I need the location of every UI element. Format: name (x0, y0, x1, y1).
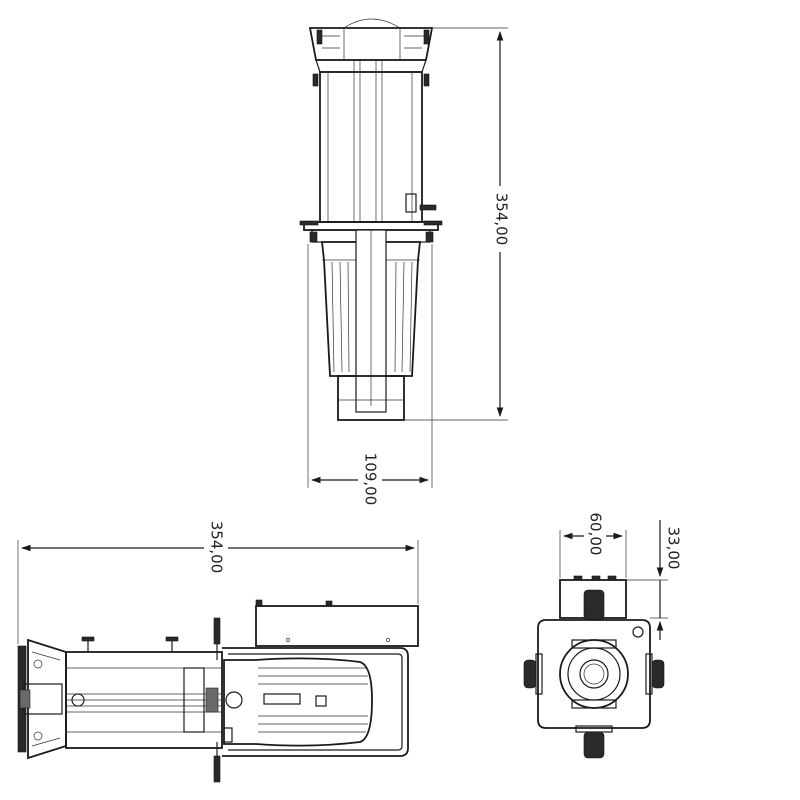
dim-front-width-label: 109,00 (362, 453, 380, 506)
end-view (523, 575, 665, 759)
dim-end-offset-label: 33,00 (665, 527, 683, 570)
dim-end-offset: 33,00 (626, 520, 683, 640)
dim-side-length-label: 354,00 (208, 521, 226, 574)
front-view (299, 18, 443, 421)
dim-side-length: 354,00 (17, 516, 419, 644)
dim-front-width: 109,00 (307, 244, 433, 508)
dim-end-top-width: 60,00 (559, 508, 627, 578)
dim-front-height-label: 354,00 (493, 193, 511, 246)
side-view (17, 599, 419, 783)
dim-end-top-width-label: 60,00 (587, 513, 605, 556)
dim-front-height: 354,00 (404, 27, 514, 421)
